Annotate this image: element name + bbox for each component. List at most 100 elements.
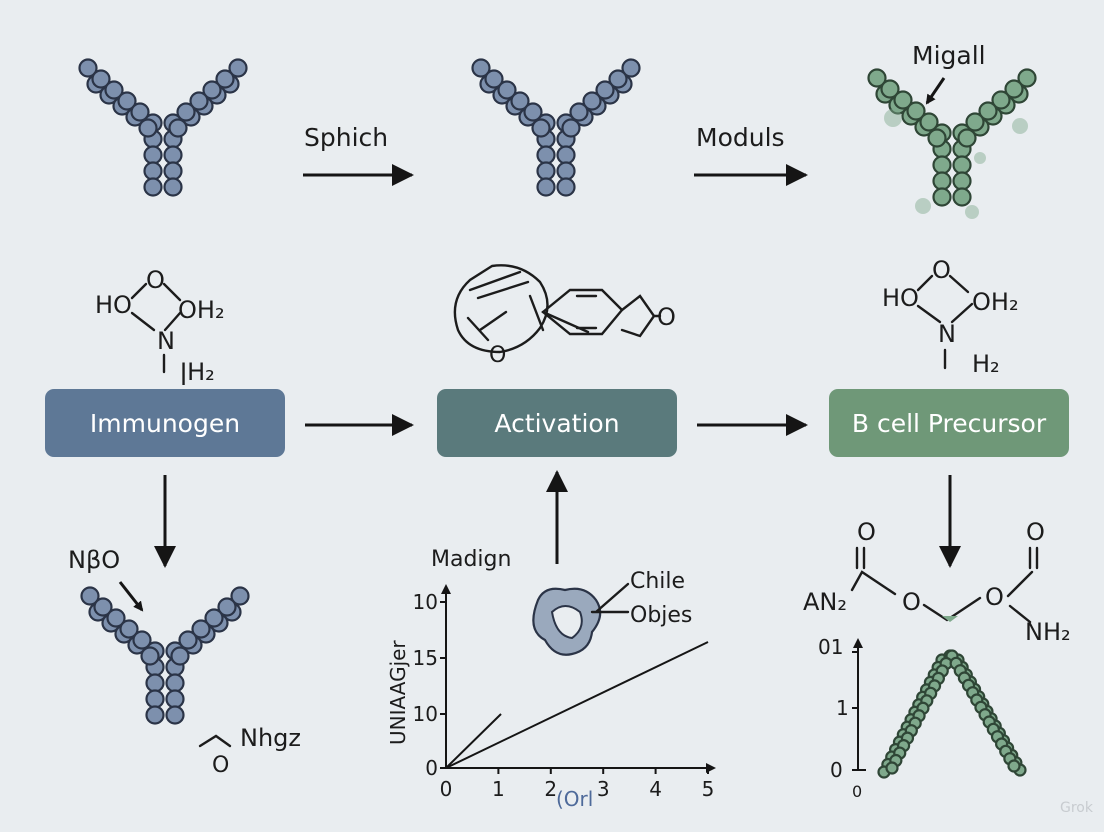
green-blob — [1012, 118, 1028, 134]
bead — [215, 69, 235, 89]
antibody-top-left — [78, 58, 248, 197]
node-activation[interactable]: Activation — [437, 389, 677, 457]
node-bcell-precursor[interactable]: B cell Precursor — [829, 389, 1069, 457]
watermark: Grok — [1060, 800, 1094, 816]
bead — [556, 145, 576, 165]
bead — [163, 177, 183, 197]
arrow-label-moduls: Moduls — [696, 123, 785, 152]
mol-center-ring-o: O — [489, 343, 506, 368]
molecule-bottom-right: O O AN₂ O O NH₂ — [803, 518, 1071, 646]
bead — [569, 102, 589, 122]
bead — [621, 58, 641, 78]
mol-center-o: O — [657, 303, 676, 331]
bead — [130, 102, 150, 122]
x-tick-label: 5 — [702, 777, 715, 801]
bead — [952, 187, 972, 207]
x-tick-label: 2 — [544, 777, 557, 801]
bead — [536, 177, 556, 197]
chart-xlabel: (Orl — [556, 787, 593, 811]
nbo-pointer — [118, 581, 144, 612]
mol-right-h2: H₂ — [972, 350, 1000, 378]
mol-right-o: O — [932, 256, 951, 284]
nhgz-bond — [198, 734, 232, 748]
bead — [165, 689, 185, 709]
bead — [80, 586, 100, 606]
mol-br-o3: O — [902, 588, 921, 616]
bead — [952, 155, 972, 175]
bead — [230, 586, 250, 606]
bead — [906, 101, 926, 121]
bead — [168, 118, 188, 138]
x-tick-label: 3 — [597, 777, 610, 801]
bead — [191, 619, 211, 639]
antibody-top-middle — [471, 58, 641, 197]
bead — [176, 102, 196, 122]
green-blob — [965, 205, 979, 219]
bead — [145, 673, 165, 693]
series-line-1 — [445, 713, 502, 769]
bead — [202, 80, 222, 100]
bead — [163, 161, 183, 181]
bead — [143, 145, 163, 165]
bead — [893, 90, 913, 110]
bead — [165, 705, 185, 725]
antibody-top-right — [867, 68, 1037, 219]
mol-left-o: O — [146, 266, 165, 294]
bead — [919, 112, 939, 132]
bead — [163, 145, 183, 165]
bead — [132, 630, 152, 650]
mol-br-nh2: NH₂ — [1025, 618, 1071, 646]
green-dot — [942, 616, 958, 622]
bead — [932, 155, 952, 175]
mol-br-o2: O — [1026, 518, 1045, 546]
bead — [932, 187, 952, 207]
mol-right-oh2: OH₂ — [972, 288, 1019, 316]
bead — [885, 761, 899, 775]
antibody-bottom-left — [80, 586, 250, 725]
bead — [1004, 79, 1024, 99]
mol-left-ih2: ǀH₂ — [180, 358, 215, 386]
bead — [978, 101, 998, 121]
molecule-left: O HO OH₂ N ǀH₂ — [95, 266, 225, 386]
node-activation-label: Activation — [494, 409, 619, 438]
annotation-chile: Chile — [630, 569, 685, 594]
bead — [608, 69, 628, 89]
bead — [143, 161, 163, 181]
bead — [952, 171, 972, 191]
bead — [536, 161, 556, 181]
bead — [497, 80, 517, 100]
y-tick-label: 0 — [425, 756, 438, 780]
mini-x-tick-0: 0 — [852, 782, 862, 801]
node-immunogen[interactable]: Immunogen — [45, 389, 285, 457]
bead — [561, 118, 581, 138]
bead — [927, 128, 947, 148]
bead — [204, 608, 224, 628]
bead — [189, 91, 209, 111]
mol-left-n: N — [157, 327, 175, 355]
bead — [145, 689, 165, 709]
mini-y-tick-0: 0 — [830, 758, 843, 782]
bead — [138, 118, 158, 138]
bead — [582, 91, 602, 111]
series-line-2 — [445, 641, 709, 769]
bead — [165, 673, 185, 693]
bead — [228, 58, 248, 78]
bead — [932, 171, 952, 191]
arrow-label-sphich: Sphich — [304, 123, 388, 152]
node-immunogen-label: Immunogen — [90, 409, 240, 438]
migall-pointer — [925, 77, 946, 105]
bead — [1007, 759, 1021, 773]
y-tick-label: 15 — [413, 646, 438, 670]
bead — [991, 90, 1011, 110]
mol-br-an2: AN₂ — [803, 588, 847, 616]
annotation-nhgz-o: O — [212, 753, 229, 778]
bead — [880, 79, 900, 99]
cluster-molecule: Chile Objes — [532, 569, 692, 656]
bead — [91, 69, 111, 89]
chart-ylabel: UNIAAGjer — [386, 640, 410, 745]
bead — [556, 161, 576, 181]
bead — [1017, 68, 1037, 88]
mol-right-ho: HO — [882, 284, 919, 312]
